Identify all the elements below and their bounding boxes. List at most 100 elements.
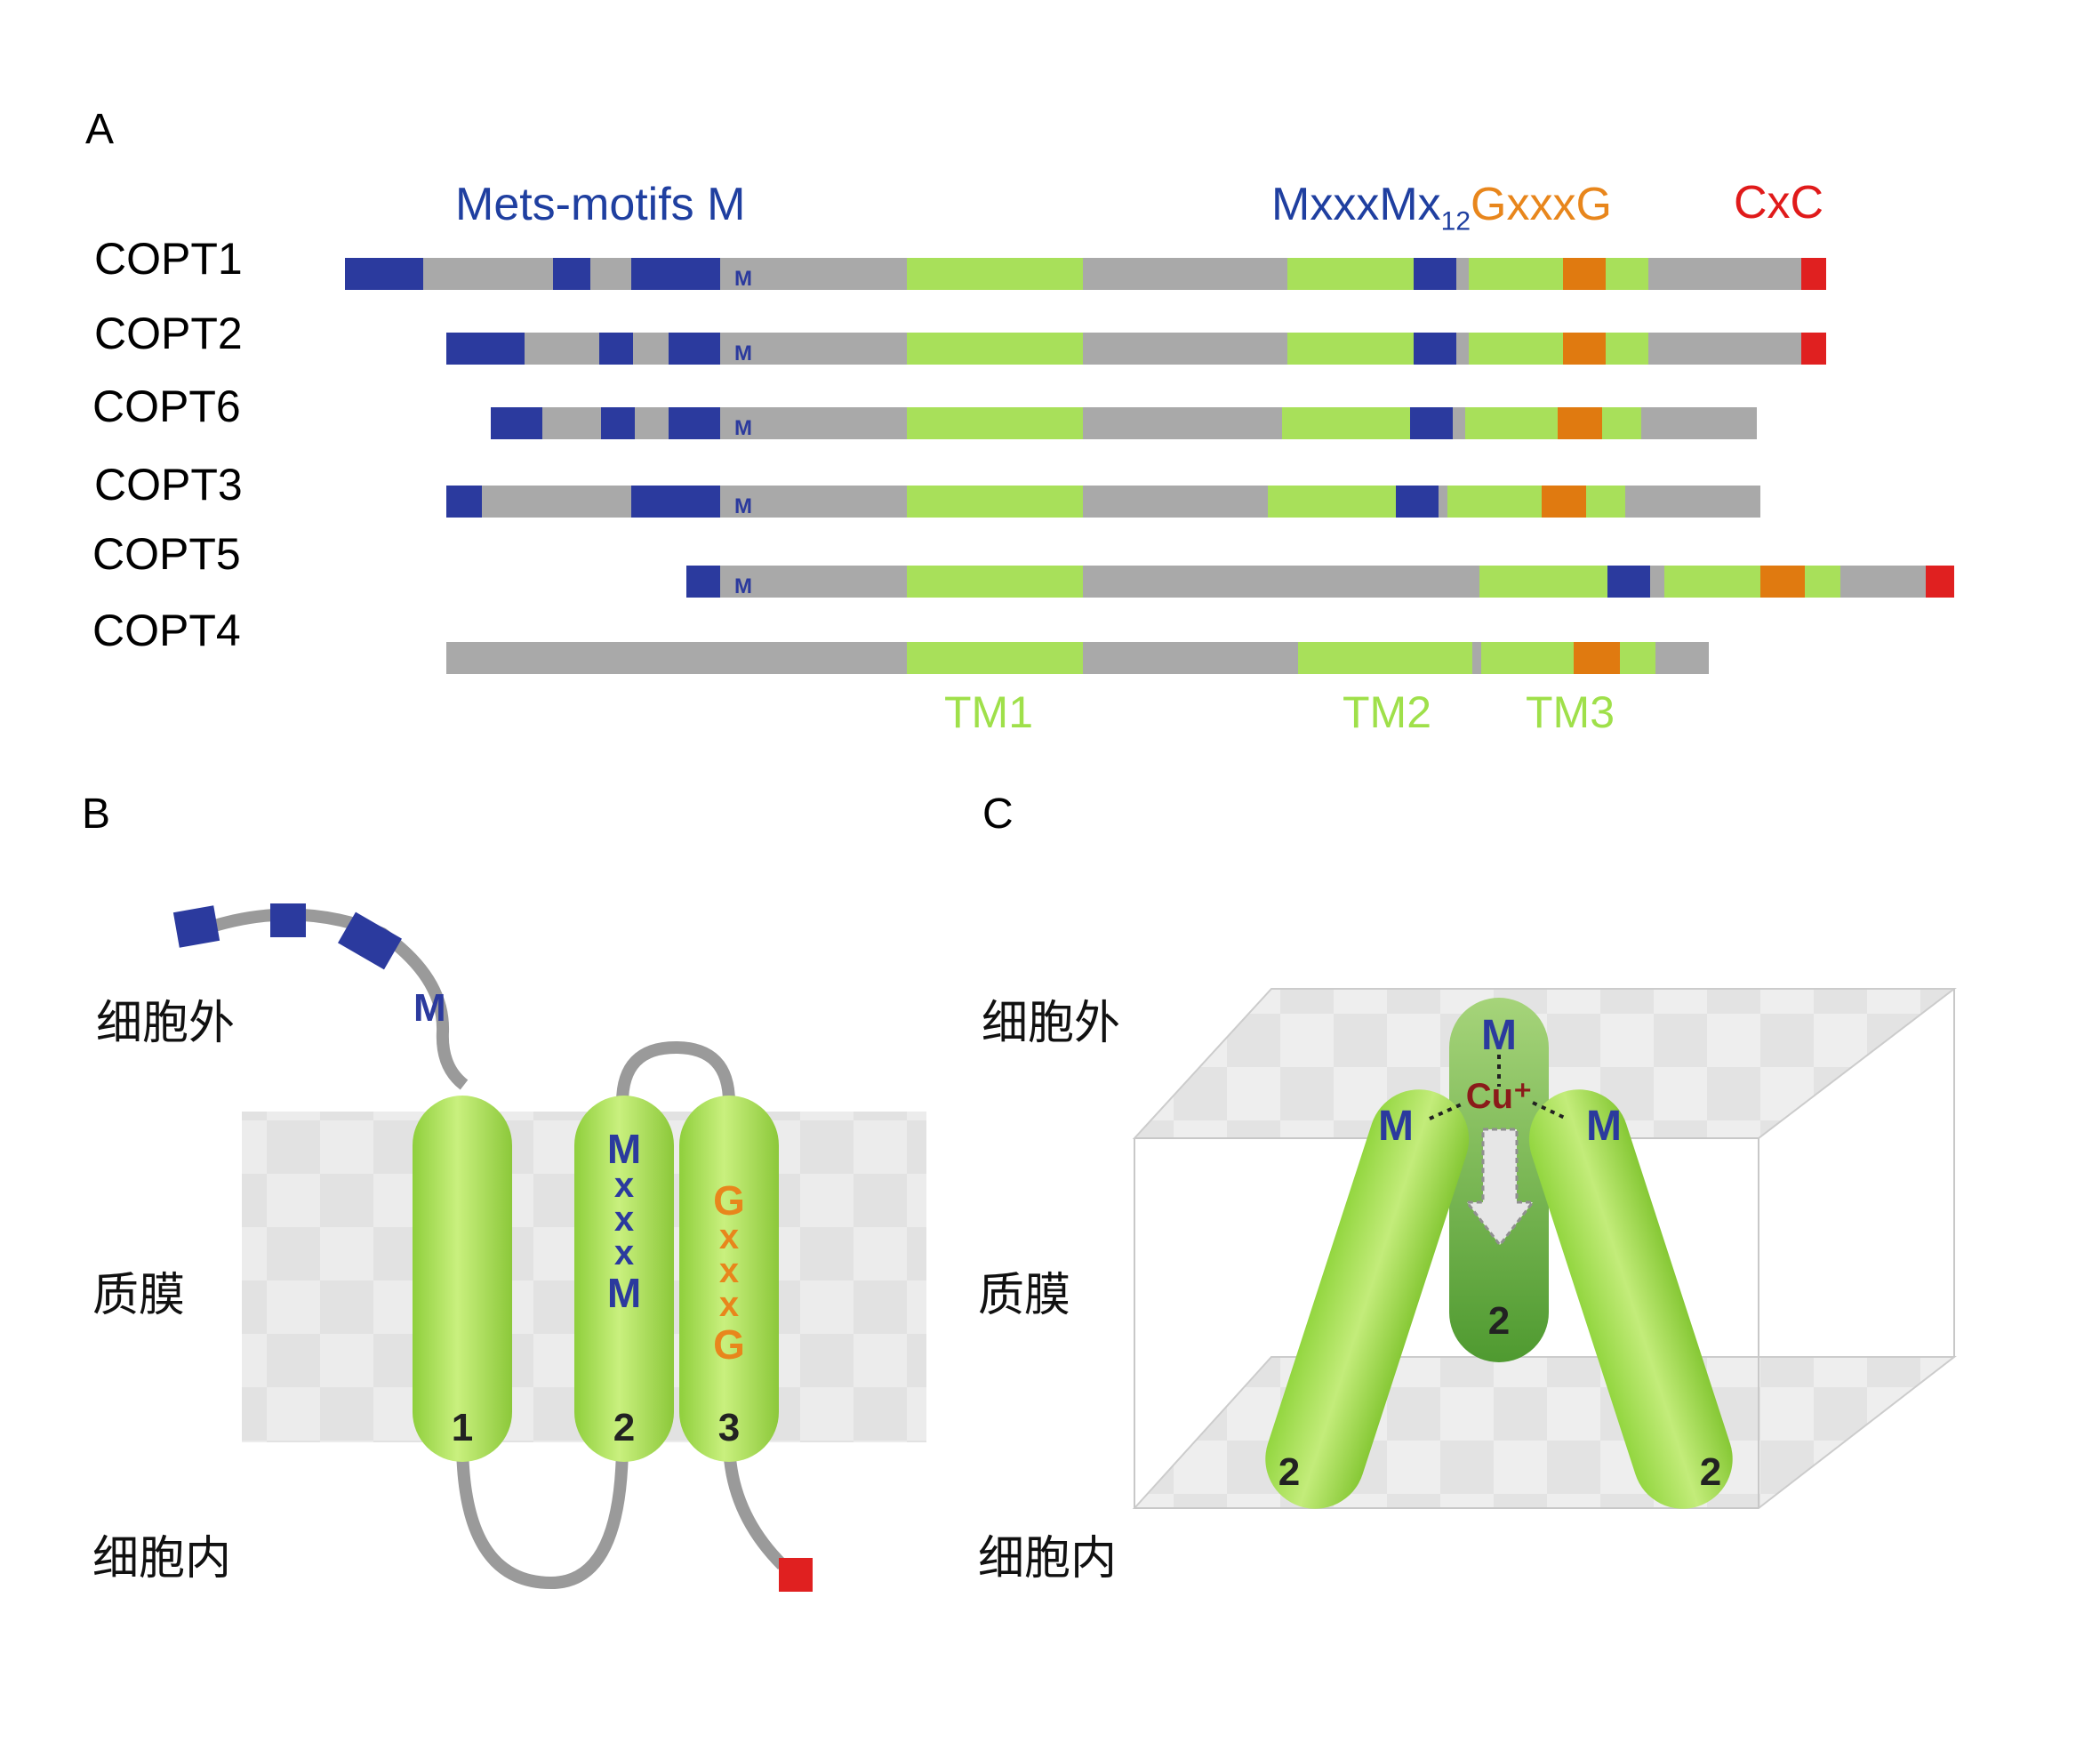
- copt3-m-label: M: [734, 494, 752, 518]
- panel-b-outside-label: 细胞外: [96, 997, 236, 1050]
- copt2-mets-block-3: [669, 333, 720, 365]
- mxxxm-text: MxxxMx: [1271, 179, 1441, 230]
- copt6-tm2: [1282, 407, 1410, 439]
- row-label-copt4: COPT4: [92, 606, 241, 655]
- row-label-copt2: COPT2: [94, 309, 243, 358]
- panel-b-bottom-loop: [456, 1440, 629, 1590]
- cxc-header: CxC: [1734, 177, 1824, 229]
- copt3-gxxxg-block: [1542, 486, 1586, 518]
- copt1-tm3: [1469, 258, 1648, 290]
- copt5-bar: M: [686, 566, 1954, 598]
- copt6-gxxxg-block: [1558, 407, 1602, 439]
- copt1-tm2: [1287, 258, 1414, 290]
- copt5-m-label: M: [734, 574, 752, 598]
- gxxxg-text: GxxxG: [1471, 179, 1612, 230]
- copt5-tm3: [1664, 566, 1840, 598]
- copt4-bar: [446, 642, 1709, 674]
- panel-b-helix-2-number: 2: [613, 1406, 635, 1449]
- copt6-mets-block-2: [601, 407, 635, 439]
- panel-b-mets-block-1: [172, 905, 220, 948]
- panel-c-cu-ion: Cu⁺: [1466, 1077, 1532, 1116]
- panel-b-helix-3: [679, 1096, 779, 1462]
- row-label-copt3: COPT3: [94, 460, 243, 510]
- copt4-gxxxg-block: [1574, 642, 1620, 674]
- panel-b-membrane-label: 质膜: [92, 1269, 186, 1322]
- tm3-label: TM3: [1526, 687, 1615, 737]
- panel-c-helix-right: [1528, 1089, 1733, 1509]
- copt6-tm1: [907, 407, 1083, 439]
- tm1-label: TM1: [944, 687, 1033, 737]
- panel-b-helix-3-number: 3: [718, 1406, 740, 1449]
- copt6-mets-block-1: [491, 407, 542, 439]
- panel-b-helix-2: [574, 1096, 674, 1462]
- copt5-mxxxm-block: [1607, 566, 1650, 598]
- copt5-cxc-block: [1926, 566, 1954, 598]
- row-label-copt5: COPT5: [92, 529, 241, 579]
- panel-b-h2-motif-1: x: [614, 1166, 634, 1205]
- copt5-tm1: [907, 566, 1083, 598]
- copt3-tm1: [907, 486, 1083, 518]
- panel-b-mets-block-2: [270, 903, 306, 937]
- panel-b-cxc-block: [779, 1558, 813, 1592]
- row-label-copt6: COPT6: [92, 381, 241, 431]
- row-label-copt1: COPT1: [94, 234, 243, 284]
- panel-c-helix-right-number: 2: [1700, 1450, 1721, 1494]
- panel-c-helix-left: [1265, 1089, 1470, 1509]
- panel-c-label: C: [982, 791, 1014, 838]
- copt6-mets-block-3: [669, 407, 720, 439]
- panel-b-m-label: M: [413, 986, 446, 1030]
- copt6-bar: M: [491, 407, 1757, 440]
- copt1-cxc-block: [1801, 258, 1826, 290]
- copt4-tm3: [1481, 642, 1655, 674]
- copt2-bar: M: [446, 333, 1826, 365]
- copt1-bar: M: [345, 258, 1826, 291]
- copt1-m-label: M: [734, 267, 752, 291]
- panel-b-h3-motif-2: x: [719, 1251, 739, 1290]
- panel-a-label: A: [85, 106, 115, 153]
- copt2-tm1: [907, 333, 1083, 365]
- panel-b-h3-motif-3: x: [719, 1285, 739, 1324]
- copt3-mets-block-2: [631, 486, 720, 518]
- copt1-gxxxg-block: [1563, 258, 1606, 290]
- panel-c-membrane-label: 质膜: [978, 1269, 1071, 1322]
- tm2-label: TM2: [1343, 687, 1431, 737]
- copt1-mets-block-3: [631, 258, 720, 290]
- copt1-mets-block-2: [553, 258, 590, 290]
- mxxxm-subscript: 12: [1440, 206, 1471, 237]
- copt4-tm2: [1298, 642, 1472, 674]
- copt5-gxxxg-block: [1760, 566, 1805, 598]
- panel-c-helix-center-number: 2: [1488, 1299, 1510, 1343]
- panel-b-h2-motif-3: x: [614, 1233, 634, 1272]
- panel-c-inside-label: 细胞内: [978, 1532, 1118, 1585]
- copt1-mets-block-1: [345, 258, 423, 290]
- copt3-mxxxm-block: [1396, 486, 1439, 518]
- panel-b-inside-label: 细胞内: [92, 1532, 232, 1585]
- copt1-mxxxm-block: [1414, 258, 1456, 290]
- panel-c-m-top: M: [1481, 1012, 1517, 1059]
- copt6-tm3: [1465, 407, 1641, 439]
- panel-b-h2-motif-2: x: [614, 1200, 634, 1239]
- copt2-mets-block-2: [599, 333, 633, 365]
- copt5-mets-block-1: [686, 566, 720, 598]
- panel-c-m-right: M: [1586, 1103, 1622, 1150]
- panel-b-h3-motif-1: x: [719, 1217, 739, 1256]
- copt4-tm1: [907, 642, 1083, 674]
- copt3-bar: M: [446, 486, 1760, 518]
- copt5-tm2: [1479, 566, 1607, 598]
- copt3-mets-block-1: [446, 486, 482, 518]
- copt2-mxxxm-block: [1414, 333, 1456, 365]
- mets-motifs-header: Mets-motifs M: [455, 179, 746, 230]
- copt2-tm2: [1287, 333, 1414, 365]
- panel-b-helix-1: [413, 1096, 512, 1462]
- panel-c-coordination-lines: [1429, 1055, 1567, 1120]
- panel-b-helix-1-number: 1: [452, 1406, 473, 1449]
- copt2-cxc-block: [1801, 333, 1826, 365]
- copt6-mxxxm-block: [1410, 407, 1453, 439]
- panel-c-membrane-bottom: [1132, 1356, 1957, 1509]
- panel-c-helix-left-number: 2: [1278, 1450, 1300, 1494]
- copt1-tm1: [907, 258, 1083, 290]
- panel-b-label: B: [82, 791, 111, 838]
- panel-c-outside-label: 细胞外: [982, 997, 1121, 1050]
- copt2-gxxxg-block: [1563, 333, 1606, 365]
